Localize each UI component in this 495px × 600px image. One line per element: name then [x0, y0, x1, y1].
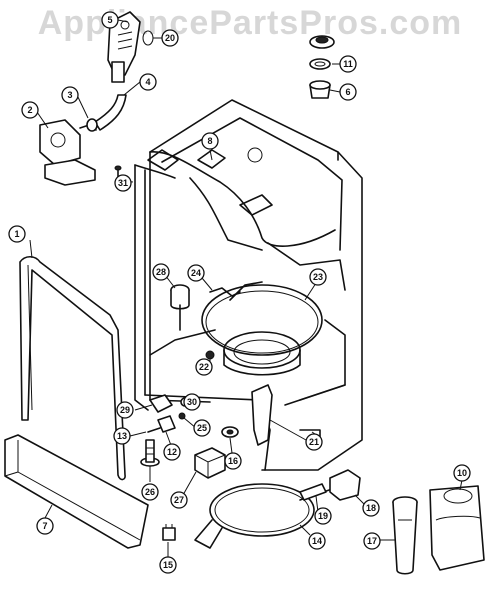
svg-text:2: 2: [27, 105, 32, 115]
callout-18: 18: [362, 499, 380, 517]
spray-arm: [201, 281, 323, 376]
callout-21: 21: [305, 433, 323, 451]
svg-text:28: 28: [156, 267, 166, 277]
part-18-bracket: [329, 469, 361, 501]
svg-text:7: 7: [42, 521, 47, 531]
part-16: [221, 426, 239, 438]
parts-top-right: [309, 35, 335, 99]
callout-19: 19: [314, 507, 332, 525]
callout-12: 12: [163, 443, 181, 461]
part-4-hose: [86, 94, 127, 132]
part-7-kick-plate: [4, 434, 149, 549]
callout-24: 24: [187, 264, 205, 282]
parts-center-small: [147, 394, 190, 433]
svg-text:16: 16: [228, 456, 238, 466]
svg-text:27: 27: [174, 495, 184, 505]
callout-13: 13: [113, 427, 131, 445]
svg-text:3: 3: [67, 90, 72, 100]
callout-11: 11: [339, 55, 357, 73]
part-5-fill-funnel: [107, 11, 141, 83]
svg-text:19: 19: [318, 511, 328, 521]
callout-20: 20: [161, 29, 179, 47]
callout-8: 8: [201, 132, 219, 150]
part-28-float: [170, 284, 190, 331]
callout-6: 6: [339, 83, 357, 101]
svg-text:13: 13: [117, 431, 127, 441]
svg-text:4: 4: [145, 77, 150, 87]
callout-4: 4: [139, 73, 157, 91]
callout-31: 31: [114, 174, 132, 192]
callout-23: 23: [309, 268, 327, 286]
part-2-inlet-valve: [39, 119, 97, 186]
svg-text:26: 26: [145, 487, 155, 497]
part-15: [162, 524, 176, 541]
callout-30: 30: [183, 393, 201, 411]
svg-text:29: 29: [120, 405, 130, 415]
callouts: 1 2 3 4 5 6 7 8 10 11 12 13 14 15 16 17 …: [8, 11, 471, 574]
svg-text:25: 25: [197, 423, 207, 433]
callout-29: 29: [116, 401, 134, 419]
svg-text:5: 5: [107, 15, 112, 25]
part-22: [205, 350, 215, 360]
callout-5: 5: [101, 11, 119, 29]
callout-25: 25: [193, 419, 211, 437]
callout-10: 10: [453, 464, 471, 482]
callout-27: 27: [170, 491, 188, 509]
svg-text:12: 12: [167, 447, 177, 457]
part-24-bracket: [209, 287, 241, 297]
svg-text:8: 8: [207, 136, 212, 146]
callout-14: 14: [308, 532, 326, 550]
callout-22: 22: [195, 358, 213, 376]
part-26: [140, 439, 160, 467]
callout-26: 26: [141, 483, 159, 501]
callout-28: 28: [152, 263, 170, 281]
svg-text:18: 18: [366, 503, 376, 513]
leader-lines: [29, 19, 463, 560]
callout-7: 7: [36, 517, 54, 535]
part-20-gasket: [142, 30, 154, 46]
svg-text:21: 21: [309, 437, 319, 447]
svg-text:24: 24: [191, 268, 201, 278]
svg-text:6: 6: [345, 87, 350, 97]
svg-text:1: 1: [14, 229, 19, 239]
part-1-door-gasket: [19, 255, 126, 481]
tub-assembly: [134, 99, 363, 471]
part-10-shroud: [429, 485, 485, 571]
svg-text:14: 14: [312, 536, 322, 546]
part-17-filter: [392, 496, 418, 575]
callout-1: 1: [8, 225, 26, 243]
svg-text:15: 15: [163, 560, 173, 570]
part-19: [299, 483, 327, 501]
callout-17: 17: [363, 532, 381, 550]
svg-text:11: 11: [343, 59, 353, 69]
svg-text:23: 23: [313, 272, 323, 282]
callout-15: 15: [159, 556, 177, 574]
callout-16: 16: [224, 452, 242, 470]
svg-text:17: 17: [367, 536, 377, 546]
svg-text:31: 31: [118, 178, 128, 188]
part-21-bracket: [251, 384, 273, 446]
svg-text:22: 22: [199, 362, 209, 372]
part-27: [194, 447, 226, 479]
svg-text:30: 30: [187, 397, 197, 407]
callout-3: 3: [61, 86, 79, 104]
svg-text:20: 20: [165, 33, 175, 43]
callout-2: 2: [21, 101, 39, 119]
svg-text:10: 10: [457, 468, 467, 478]
